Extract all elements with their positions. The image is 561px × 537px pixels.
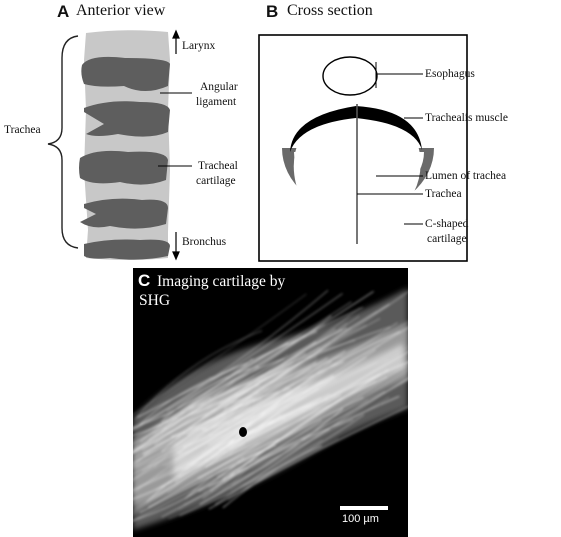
label-esophagus: Esophagus (425, 68, 475, 80)
trachealis-muscle-shape (290, 106, 422, 152)
label-bronchus: Bronchus (182, 236, 227, 248)
label-c-shaped-line2: cartilage (427, 233, 467, 245)
label-trachealis-muscle: Trachealis muscle (425, 112, 508, 124)
shg-image-panel: C Imaging cartilage by SHG 100 µm (133, 268, 408, 537)
esophagus-shape (322, 56, 378, 96)
panel-c-title-line1: Imaging cartilage by (157, 273, 286, 290)
bronchus-arrow (172, 232, 180, 261)
panel-c-letter: C (138, 271, 151, 290)
label-tracheal-cartilage-line1: Tracheal (198, 160, 238, 172)
panel-a-letter: A (57, 2, 70, 21)
label-larynx: Larynx (182, 40, 216, 52)
panel-a-title: Anterior view (76, 2, 166, 19)
tracheal-cartilage-rings (79, 56, 170, 260)
label-angular-ligament-line2: ligament (196, 96, 237, 108)
label-trachea-b: Trachea (425, 188, 462, 200)
label-angular-ligament-line1: Angular (200, 81, 238, 93)
trachea-brace (47, 35, 79, 249)
scale-bar-label: 100 µm (342, 513, 379, 525)
panel-c-title-line2: SHG (139, 292, 171, 309)
label-c-shaped-line1: C-shaped (425, 218, 469, 230)
diagram-canvas: ★ (47, 29, 468, 262)
scale-bar (340, 506, 388, 510)
star-icon: ★ (400, 208, 412, 223)
shg-fibers-image (133, 288, 408, 530)
panel-b-letter: B (266, 2, 279, 21)
panel-c-title: Imaging cartilage by SHG (139, 272, 286, 310)
larynx-arrow (172, 29, 180, 54)
panel-b-title: Cross section (287, 2, 373, 19)
label-lumen: Lumen of trachea (425, 170, 507, 182)
label-trachea-a: Trachea (4, 124, 41, 136)
label-tracheal-cartilage-line2: cartilage (196, 175, 236, 187)
